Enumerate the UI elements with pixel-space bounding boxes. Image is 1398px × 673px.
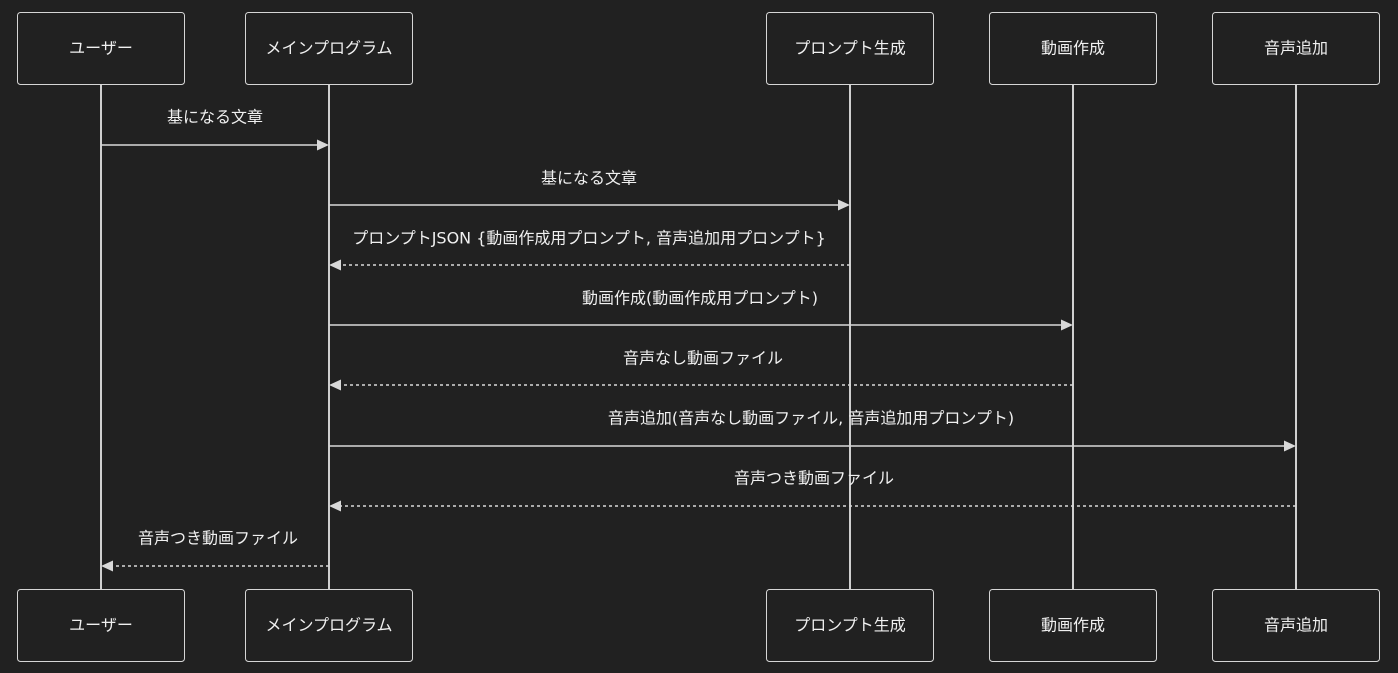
- arrowhead-left: [329, 259, 341, 271]
- messages: 基になる文章 基になる文章 プロンプトJSON {動画作成用プロンプト, 音声追…: [101, 108, 1296, 572]
- message-label: 音声なし動画ファイル: [623, 349, 783, 368]
- actor-label: 音声追加: [1264, 39, 1328, 58]
- actor-box: [1212, 12, 1380, 85]
- actor-box: [17, 12, 185, 85]
- message-2[interactable]: 基になる文章: [329, 169, 850, 211]
- message-label: 音声つき動画ファイル: [138, 529, 298, 548]
- message-7[interactable]: 音声つき動画ファイル: [329, 469, 1296, 512]
- actors-bottom: ユーザー メインプログラム プロンプト生成 動画作成 音声追加: [17, 589, 1380, 662]
- message-label: 基になる文章: [541, 169, 637, 188]
- actor-bottom-main[interactable]: メインプログラム: [245, 589, 413, 662]
- arrowhead-right: [1061, 319, 1073, 331]
- actor-bottom-prompt[interactable]: プロンプト生成: [766, 589, 934, 662]
- actor-box: [766, 12, 934, 85]
- actor-box: [245, 12, 413, 85]
- arrowhead-left: [329, 379, 341, 391]
- actor-label: 動画作成: [1041, 616, 1105, 635]
- actor-label: ユーザー: [69, 616, 133, 635]
- actors-top: ユーザー メインプログラム プロンプト生成 動画作成 音声追加: [17, 12, 1380, 85]
- message-1[interactable]: 基になる文章: [101, 108, 329, 151]
- arrowhead-right: [317, 139, 329, 151]
- actor-label: メインプログラム: [265, 39, 392, 58]
- actor-box: [766, 589, 934, 662]
- arrowhead-right: [1284, 440, 1296, 452]
- actor-label: プロンプト生成: [794, 39, 906, 58]
- actor-label: ユーザー: [69, 39, 133, 58]
- message-label: プロンプトJSON {動画作成用プロンプト, 音声追加用プロンプト}: [352, 229, 826, 248]
- arrowhead-left: [329, 500, 341, 512]
- message-label: 音声追加(音声なし動画ファイル, 音声追加用プロンプト): [608, 409, 1014, 428]
- message-label: 基になる文章: [167, 108, 263, 127]
- actor-label: 動画作成: [1041, 39, 1105, 58]
- actor-top-audio[interactable]: 音声追加: [1212, 12, 1380, 85]
- actor-top-prompt[interactable]: プロンプト生成: [766, 12, 934, 85]
- actor-label: プロンプト生成: [794, 616, 906, 635]
- arrowhead-left: [101, 560, 113, 572]
- message-label: 動画作成(動画作成用プロンプト): [582, 289, 818, 308]
- actor-top-main[interactable]: メインプログラム: [245, 12, 413, 85]
- lifelines: [100, 84, 1297, 589]
- actor-box: [17, 589, 185, 662]
- message-5[interactable]: 音声なし動画ファイル: [329, 349, 1073, 391]
- message-3[interactable]: プロンプトJSON {動画作成用プロンプト, 音声追加用プロンプト}: [329, 229, 850, 271]
- message-label: 音声つき動画ファイル: [734, 469, 894, 488]
- actor-box: [1212, 589, 1380, 662]
- actor-top-video[interactable]: 動画作成: [989, 12, 1157, 85]
- actor-label: メインプログラム: [265, 616, 392, 635]
- actor-bottom-user[interactable]: ユーザー: [17, 589, 185, 662]
- arrowhead-right: [838, 199, 850, 211]
- message-8[interactable]: 音声つき動画ファイル: [101, 529, 329, 572]
- actor-top-user[interactable]: ユーザー: [17, 12, 185, 85]
- message-4[interactable]: 動画作成(動画作成用プロンプト): [329, 289, 1073, 331]
- actor-bottom-audio[interactable]: 音声追加: [1212, 589, 1380, 662]
- actor-bottom-video[interactable]: 動画作成: [989, 589, 1157, 662]
- message-6[interactable]: 音声追加(音声なし動画ファイル, 音声追加用プロンプト): [329, 409, 1296, 452]
- actor-box: [245, 589, 413, 662]
- actor-label: 音声追加: [1264, 616, 1328, 635]
- actor-box: [989, 589, 1157, 662]
- actor-box: [989, 12, 1157, 85]
